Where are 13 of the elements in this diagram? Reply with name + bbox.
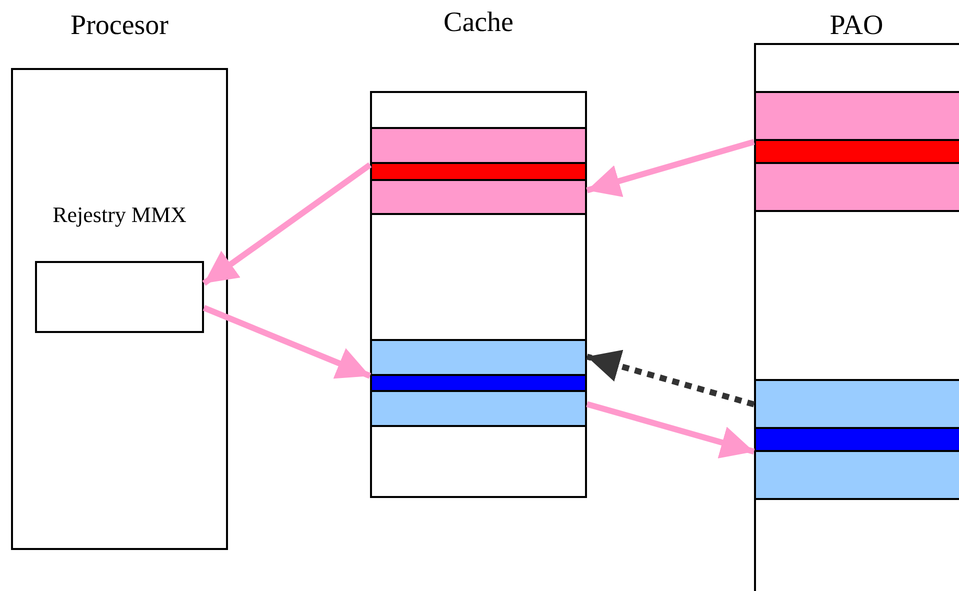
arrow	[202, 305, 372, 379]
register-label: Rejestry MMX	[52, 201, 188, 229]
column-heading: Cache	[442, 6, 514, 40]
arrow	[586, 401, 755, 458]
cache-line-block	[370, 127, 587, 215]
memory-block	[754, 91, 959, 212]
column-heading: PAO	[828, 9, 884, 43]
memory-block	[754, 379, 959, 500]
dashed-arrow	[586, 350, 755, 408]
cache-line-block	[370, 339, 587, 427]
arrow	[202, 162, 372, 286]
column-heading: Procesor	[70, 9, 170, 43]
arrow	[586, 138, 755, 197]
